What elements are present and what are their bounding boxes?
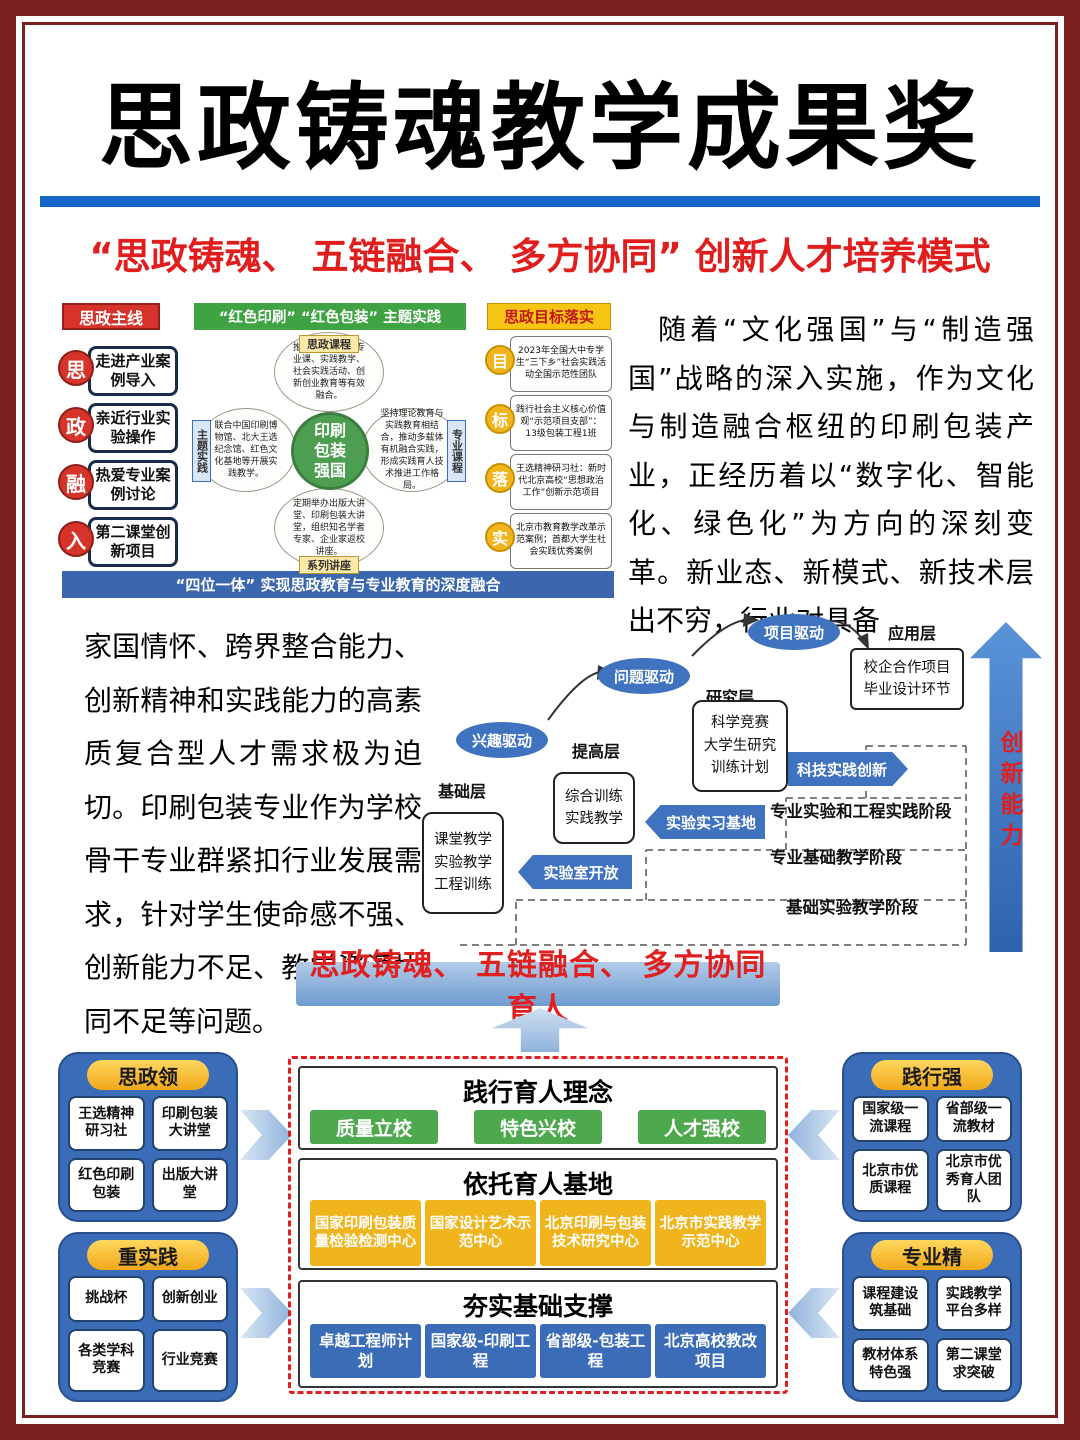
panel-item: 红色印刷包装 [68,1157,145,1212]
panel-sizhengling: 思政领 王选精神研习社 印刷包装大讲堂 红色印刷包装 出版大讲堂 [58,1052,238,1222]
badge-si-icon: 思 [58,350,94,386]
divider-line [40,196,1040,207]
panel-jianxingqiang: 践行强 国家级一流课程 省部级一流教材 北京市优质课程 北京市优秀育人团队 [842,1052,1022,1222]
label-right: 专业课程 [447,420,466,482]
badge-zheng-icon: 政 [58,407,94,443]
foundation-box: 北京高校教改项目 [655,1324,766,1378]
panel-item: 王选精神研习社 [68,1096,145,1151]
panel-header: 专业精 [871,1240,993,1270]
concept-box: 特色兴校 [474,1110,602,1144]
support-arrow: 科技实践创新 [788,752,908,786]
badge-shi-icon: 实 [485,522,515,552]
right-item: 王选精神研习社：新时代北京高校“思想政治工作”创新示范项目 [510,454,612,510]
left-item: 走进产业案例导入 [88,346,178,396]
base-box: 北京市实践教学示范中心 [655,1200,766,1266]
architecture-box [288,1056,788,1394]
right-item: 践行社会主义核心价值观“示范项目支部”：13级包装工程1班 [510,395,612,451]
layer-label: 基础层 [438,782,487,801]
panel-item: 印刷包装大讲堂 [151,1096,228,1151]
badge-mu-icon: 目 [485,345,515,375]
center-diagram-header: “红色印刷” “红色包装” 主题实践 [194,303,466,330]
core-circle: 印刷 包装 强国 [291,412,369,490]
subtitle: “思政铸魂、 五链融合、 多方协同” 创新人才培养模式 [89,235,991,278]
label-top: 思政课程 [299,335,359,353]
label-bottom: 系列讲座 [299,556,359,574]
section-concepts: 践行育人理念 质量立校 特色兴校 人才强校 [298,1066,778,1150]
right-column-header: 思政目标落实 [487,303,611,330]
concept-box: 人才强校 [638,1110,766,1144]
badge-biao-icon: 标 [485,404,515,434]
layer-label: 应用层 [888,624,937,643]
label-left: 主题实践 [192,420,211,482]
panel-header: 践行强 [871,1060,993,1090]
panel-zhuanyejing: 专业精 课程建设筑基础 实践教学平台多样 教材体系特色强 第二课堂求突破 [842,1232,1022,1402]
right-item: 北京市教育教学改革示范案例；首都大学生社会实践优秀案例 [510,513,612,569]
stage-box: 综合训练 实践教学 [553,772,635,844]
chevron-left-icon [788,1288,840,1338]
stage-box: 校企合作项目 毕业设计环节 [850,648,964,710]
foundation-box: 省部级-包装工程 [540,1324,651,1378]
chevron-left-icon [788,1110,840,1160]
phase-label: 基础实验教学阶段 [786,898,918,917]
base-box: 国家印刷包装质量检验检测中心 [310,1200,421,1266]
page-title: 思政铸魂教学成果奖 [98,74,981,183]
foundation-box: 卓越工程师计划 [310,1324,421,1378]
left-item: 第二课堂创新项目 [88,517,178,567]
slogan-banner: 思政铸魂、 五链融合、 多方协同育人 [296,948,780,1027]
section-bases: 依托育人基地 国家印刷包装质量检验检测中心 国家设计艺术示范中心 北京印刷与包装… [298,1158,778,1270]
concept-box: 质量立校 [310,1110,438,1144]
phase-label: 专业实验和工程实践阶段 [770,802,952,821]
panel-item: 省部级一流教材 [935,1096,1012,1142]
panel-item: 北京市优秀育人团队 [935,1148,1012,1212]
foundation-box: 国家级-印刷工程 [425,1324,536,1378]
section-title: 践行育人理念 [462,1078,613,1107]
chevron-right-icon [240,1288,292,1338]
section-title: 依托育人基地 [462,1170,613,1199]
left-item: 热爱专业案例讨论 [88,460,178,510]
badge-rong-icon: 融 [58,464,94,500]
driver-oval: 项目驱动 [748,614,840,650]
section-foundation: 夯实基础支撑 卓越工程师计划 国家级-印刷工程 省部级-包装工程 北京高校教改项… [298,1280,778,1388]
chevron-right-icon [240,1110,292,1160]
panel-item: 课程建设筑基础 [852,1276,929,1331]
phase-label: 专业基础教学阶段 [770,848,902,867]
panel-item: 实践教学平台多样 [935,1276,1012,1331]
driver-oval: 问题驱动 [598,658,690,694]
section-title: 夯实基础支撑 [462,1292,613,1321]
panel-item: 第二课堂求突破 [935,1337,1012,1392]
badge-luo-icon: 落 [485,463,515,493]
right-item: 2023年全国大中专学生“三下乡”社会实践活动全国示范性团队 [510,336,612,392]
staircase-diagram: 创新能力 兴趣驱动 问题驱动 项目驱动 基础层 提高层 研究层 应用层 课堂教学… [420,610,1042,960]
four-in-one-bar: “四位一体” 实现思政教育与专业教育的深度融合 [62,571,614,598]
panel-item: 挑战杯 [68,1276,145,1322]
left-column-header: 思政主线 [62,303,160,330]
stage-box: 课堂教学 实验教学 工程训练 [422,812,504,914]
base-box: 国家设计艺术示范中心 [425,1200,536,1266]
support-arrow: 实验实习基地 [645,805,765,839]
intro-paragraph: 随着“文化强国”与“制造强国”战略的深入实施，作为文化与制造融合枢纽的印刷包装产… [628,313,1034,637]
panel-item: 出版大讲堂 [151,1157,228,1212]
layer-label: 提高层 [572,742,621,761]
petal-bottom: 定期举办出版大讲堂、印刷包装大讲堂，组织知名学者专家、企业家返校讲座。 [274,488,384,568]
staircase-lines [460,613,967,946]
badge-ru-icon: 入 [58,521,94,557]
panel-item: 教材体系特色强 [852,1337,929,1392]
left-item: 亲近行业实验操作 [88,403,178,453]
axis-label: 创新能力 [996,730,1022,854]
stage-box: 科学竞赛 大学生研究 训练计划 [692,700,788,792]
panel-item: 行业竞赛 [151,1328,228,1392]
support-arrow: 实验室开放 [518,855,632,889]
driver-oval: 兴趣驱动 [456,722,548,758]
panel-item: 北京市优质课程 [852,1148,929,1212]
panel-item: 创新创业 [151,1276,228,1322]
petal-left: 联合中国印刷博物馆、北大王选纪念馆、红色文化基地等开展实践教学。 [196,408,296,492]
base-box: 北京印刷与包装技术研究中心 [540,1200,651,1266]
problem-paragraph: 家国情怀、跨界整合能力、创新精神和实践能力的高素质复合型人才需求极为迫切。印刷包… [84,630,422,1038]
panel-header: 重实践 [87,1240,209,1270]
panel-header: 思政领 [87,1060,209,1090]
panel-zhongshijian: 重实践 挑战杯 创新创业 各类学科竞赛 行业竞赛 [58,1232,238,1402]
panel-item: 各类学科竞赛 [68,1328,145,1392]
panel-item: 国家级一流课程 [852,1096,929,1142]
